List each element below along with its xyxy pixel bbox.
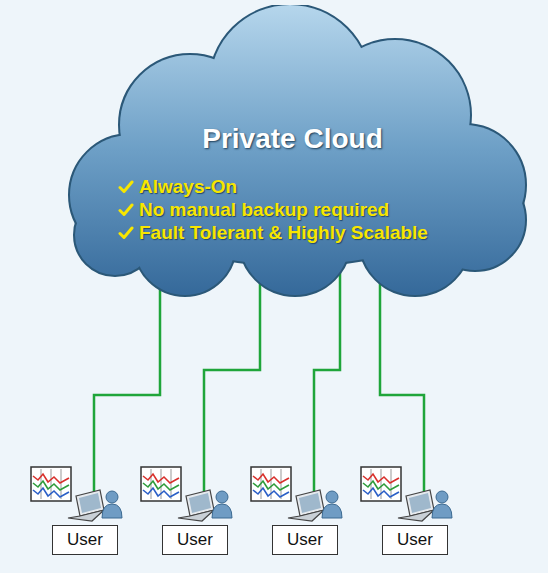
check-text: No manual backup required	[139, 199, 389, 220]
network-link	[380, 265, 424, 494]
check-mark	[118, 202, 134, 218]
check-mark	[118, 225, 134, 241]
user-icons	[30, 466, 122, 522]
check-item: Fault Tolerant & Highly Scalable	[118, 221, 428, 244]
network-link	[204, 265, 260, 494]
network-link	[314, 265, 340, 494]
check-item: Always-On	[118, 175, 237, 198]
user-group: User	[360, 492, 452, 555]
cloud-title: Private Cloud	[55, 123, 530, 155]
user-group: User	[250, 492, 342, 555]
user-icons	[140, 466, 232, 522]
check-text: Fault Tolerant & Highly Scalable	[139, 222, 428, 243]
user-icons	[250, 466, 342, 522]
user-label-box: User	[162, 525, 228, 555]
user-label-box: User	[382, 525, 448, 555]
user-icons	[360, 466, 452, 522]
network-link	[94, 265, 160, 494]
user-group: User	[30, 492, 122, 555]
check-text: Always-On	[139, 176, 237, 197]
check-mark	[118, 179, 134, 195]
user-label-box: User	[52, 525, 118, 555]
cloud-node: Private CloudAlways-OnNo manual backup r…	[55, 5, 530, 295]
user-label-box: User	[272, 525, 338, 555]
user-group: User	[140, 492, 232, 555]
check-item: No manual backup required	[118, 198, 389, 221]
